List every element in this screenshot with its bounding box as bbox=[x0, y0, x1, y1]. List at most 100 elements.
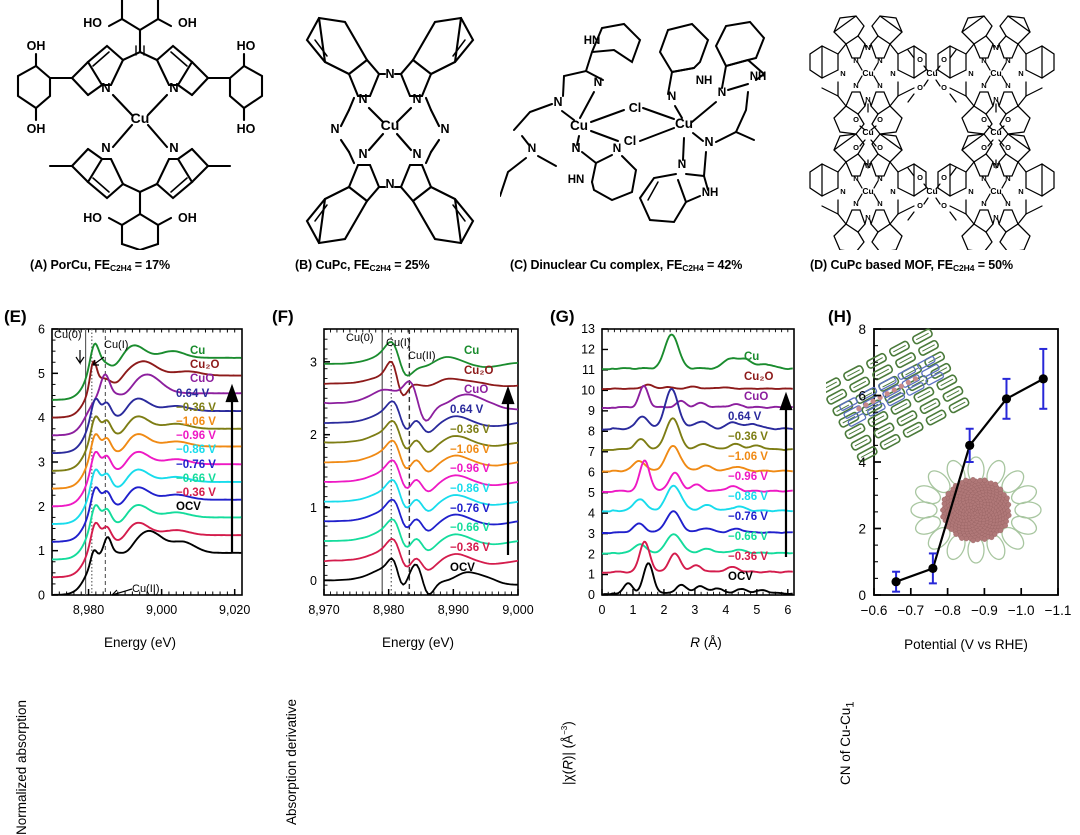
mof-layer-segment bbox=[856, 446, 878, 463]
series-label: 0.64 V bbox=[176, 387, 210, 400]
oh-label: HO bbox=[237, 39, 256, 53]
mof-layer-segment bbox=[948, 397, 970, 414]
np-atom bbox=[963, 535, 969, 542]
np-atom bbox=[970, 537, 976, 544]
spectrum-curve bbox=[52, 415, 242, 472]
x-tick-label: −0.6 bbox=[861, 603, 888, 618]
data-point[interactable] bbox=[891, 577, 901, 587]
mof-layer-segment bbox=[895, 352, 917, 369]
mof-layer-segment bbox=[866, 352, 887, 369]
series-label: −1.06 V bbox=[450, 443, 490, 456]
mof-inner-layer bbox=[858, 386, 878, 401]
svg-text:Cu: Cu bbox=[862, 127, 873, 137]
series-label: OCV bbox=[728, 571, 753, 583]
x-tick-label: 9,020 bbox=[219, 603, 250, 617]
spectrum-curve bbox=[52, 486, 242, 543]
np-atom bbox=[997, 486, 1004, 492]
mof-layer-line bbox=[952, 401, 966, 410]
y-tick-label: 13 bbox=[581, 322, 595, 336]
data-point[interactable] bbox=[1038, 374, 1048, 384]
panel-e-ylabel: Normalized absorption bbox=[14, 699, 29, 835]
svg-text:HN: HN bbox=[568, 174, 585, 186]
spectrum-curve bbox=[52, 433, 242, 490]
svg-text:O: O bbox=[1005, 115, 1011, 124]
panel-h-label: (H) bbox=[828, 307, 852, 326]
series-label: −0.76 V bbox=[176, 458, 216, 471]
mof-layer-line bbox=[940, 378, 954, 387]
cu0-annotation: Cu(0) bbox=[54, 329, 82, 341]
svg-text:N: N bbox=[358, 92, 367, 106]
mof-layer-segment bbox=[919, 398, 941, 415]
series-label: −0.36 V bbox=[176, 401, 216, 414]
svg-text:O: O bbox=[853, 143, 859, 152]
exafs-curve bbox=[602, 417, 793, 452]
svg-text:Cu: Cu bbox=[926, 68, 937, 78]
x-tick-label: −0.9 bbox=[971, 603, 998, 618]
data-point[interactable] bbox=[928, 563, 938, 573]
mof-layer-line bbox=[946, 390, 960, 398]
np-atom bbox=[1002, 522, 1008, 529]
oh-label: HO bbox=[83, 16, 102, 30]
panel-g-xlabel: R (Å) bbox=[690, 635, 722, 650]
derivative-curve bbox=[324, 557, 518, 595]
series-label: CuO bbox=[464, 384, 489, 397]
mof-layer-line bbox=[882, 380, 896, 388]
series-label: −0.66 V bbox=[176, 472, 216, 485]
data-point[interactable] bbox=[1001, 394, 1012, 404]
panel-g-label: (G) bbox=[550, 307, 575, 326]
series-label: −0.96 V bbox=[450, 463, 490, 476]
y-tick-label: 5 bbox=[38, 367, 45, 381]
inset-nanoparticle bbox=[910, 456, 1042, 564]
ligand-ring bbox=[927, 470, 951, 494]
panel-f-ylabel: Absorption derivative bbox=[284, 698, 299, 825]
mof-layer-segment bbox=[913, 386, 935, 403]
cu1-arrow bbox=[92, 356, 105, 366]
svg-text:N: N bbox=[169, 140, 178, 155]
np-atom bbox=[959, 535, 965, 541]
series-label: −0.76 V bbox=[728, 511, 768, 523]
mof-inner-layer bbox=[878, 376, 897, 391]
mof-layer-line bbox=[830, 393, 844, 401]
ligand-ring bbox=[910, 501, 938, 519]
caption-b: (B) CuPc, FEC2H4 = 25% bbox=[295, 258, 430, 273]
y-tick-label: 0 bbox=[310, 574, 317, 588]
svg-text:NH: NH bbox=[696, 75, 713, 87]
spectrum-curve bbox=[52, 450, 242, 508]
exafs-curve bbox=[602, 533, 793, 555]
mof-layer-line bbox=[906, 426, 920, 434]
caption-a: (A) PorCu, FEC2H4 = 17% bbox=[30, 258, 170, 273]
spectrum-curve bbox=[52, 521, 242, 579]
svg-text:N: N bbox=[330, 122, 339, 136]
mof-layer-segment bbox=[918, 339, 939, 356]
series-label: −0.96 V bbox=[728, 471, 768, 483]
svg-text:NH: NH bbox=[750, 71, 767, 83]
series-label: 0.64 V bbox=[450, 404, 484, 417]
y-tick-label: 6 bbox=[858, 389, 866, 404]
y-tick-label: 1 bbox=[38, 544, 45, 558]
x-tick-label: 3 bbox=[691, 603, 698, 617]
structure-cupc: Cu N N N N N N N N bbox=[275, 0, 505, 250]
exafs-curve bbox=[602, 484, 793, 513]
derivative-curve bbox=[324, 498, 518, 532]
mof-layer-line bbox=[865, 403, 879, 412]
series-label: Cu₂O bbox=[744, 371, 774, 383]
x-tick-label: −0.7 bbox=[897, 603, 924, 618]
oh-label: HO bbox=[237, 122, 256, 136]
exafs-curve bbox=[602, 383, 793, 391]
mof-layer-segment bbox=[942, 385, 964, 402]
svg-text:O: O bbox=[941, 173, 947, 182]
mof-layer-segment bbox=[889, 340, 910, 357]
mof-layer-segment bbox=[850, 434, 872, 451]
mof-layer-line bbox=[871, 415, 885, 423]
porcu-diagram: Cu N N N N bbox=[16, 0, 264, 250]
y-tick-label: 6 bbox=[588, 465, 595, 479]
svg-text:O: O bbox=[941, 83, 947, 92]
series-label: −0.66 V bbox=[728, 531, 768, 543]
mof-layer-line bbox=[911, 379, 925, 387]
series-label: CuO bbox=[190, 373, 215, 386]
data-point[interactable] bbox=[965, 440, 975, 450]
mof-inner-layer bbox=[905, 382, 925, 396]
svg-text:O: O bbox=[917, 201, 923, 210]
x-tick-label: 8,980 bbox=[73, 603, 104, 617]
